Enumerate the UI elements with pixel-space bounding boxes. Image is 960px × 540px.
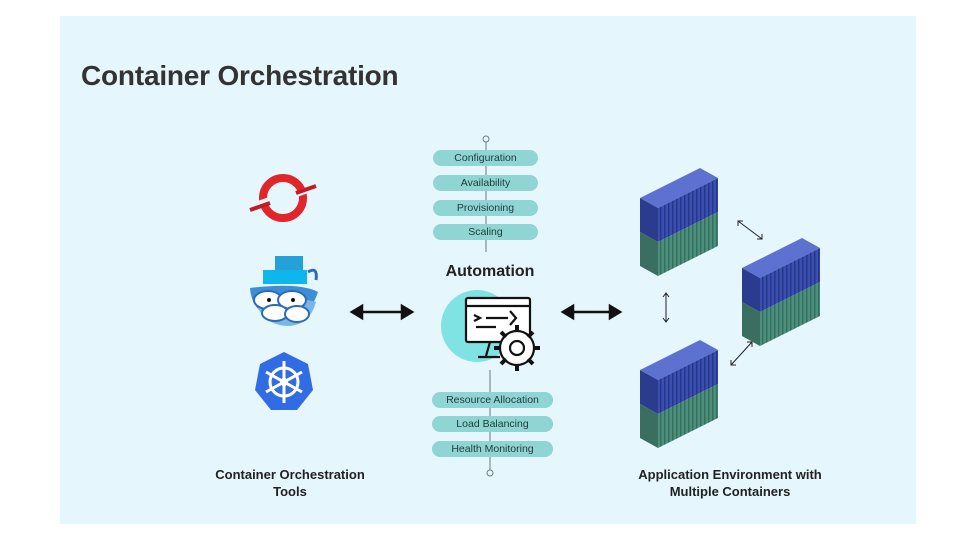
tools-caption-line-1: Container Orchestration (215, 467, 365, 482)
feature-provisioning: Provisioning (433, 200, 538, 216)
right-double-arrow (560, 303, 623, 321)
feature-configuration: Configuration (433, 150, 538, 166)
environment-caption-line-2: Multiple Containers (669, 484, 791, 499)
feature-load-balancing: Load Balancing (432, 416, 553, 432)
container-stack-bottom (640, 340, 718, 448)
feature-health-monitoring: Health Monitoring (432, 441, 553, 457)
tools-caption-line-2: Tools (273, 484, 307, 499)
gear-icon (494, 325, 540, 371)
feature-resource-allocation: Resource Allocation (432, 392, 553, 408)
left-double-arrow (349, 303, 415, 321)
page-title: Container Orchestration (81, 60, 399, 91)
container-link-arrows (662, 220, 763, 366)
environment-caption-line-1: Application Environment with (638, 467, 822, 482)
container-stack-top (640, 168, 718, 276)
timeline-bottom-dot (486, 469, 494, 477)
openshift-logo-icon (249, 174, 317, 222)
feature-availability: Availability (433, 175, 538, 191)
docker-logo-icon (250, 256, 318, 326)
environment-caption: Application Environment with Multiple Co… (610, 466, 850, 500)
container-stack-middle (742, 238, 820, 346)
automation-label: Automation (445, 263, 535, 280)
kubernetes-logo-icon (255, 352, 313, 410)
feature-scaling: Scaling (433, 224, 538, 240)
tools-caption: Container Orchestration Tools (190, 466, 390, 500)
timeline-top-dot (482, 135, 490, 143)
